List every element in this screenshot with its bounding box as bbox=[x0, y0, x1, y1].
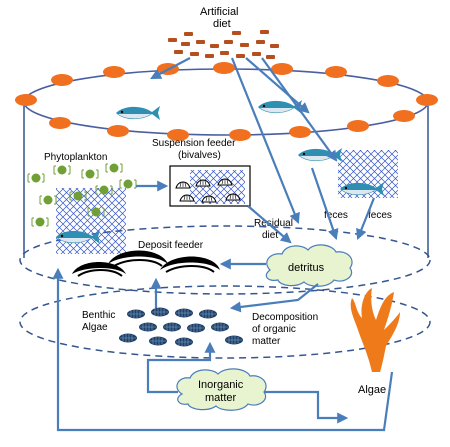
flow-arrows bbox=[52, 57, 394, 432]
float-icon bbox=[51, 74, 73, 86]
float-icon bbox=[271, 63, 293, 75]
residual-diet-label: Residual bbox=[254, 218, 293, 229]
detritus-label: detritus bbox=[288, 262, 325, 274]
algae-label: Algae bbox=[358, 384, 386, 396]
benthic-algae-label: Benthic bbox=[82, 310, 115, 321]
residual-diet-sublabel: diet bbox=[262, 230, 278, 241]
fish-icon bbox=[116, 106, 160, 120]
float-icon bbox=[377, 75, 399, 87]
float-icon bbox=[103, 66, 125, 78]
inorganic-matter-label: Inorganic bbox=[198, 379, 244, 391]
feces-label-left: feces bbox=[324, 210, 348, 221]
suspension-feeder-sublabel: (bivalves) bbox=[178, 150, 221, 161]
feed-pellet-icon bbox=[168, 30, 279, 59]
float-icon bbox=[49, 117, 71, 129]
float-icon bbox=[229, 129, 251, 141]
benthic-algae-icon bbox=[118, 307, 244, 347]
detritus-cloud-icon bbox=[265, 244, 353, 287]
deposit-feeder-label: Deposit feeder bbox=[138, 240, 204, 251]
float-icon bbox=[107, 125, 129, 137]
float-icon bbox=[325, 66, 347, 78]
artificial-diet-label: Artificial bbox=[200, 6, 239, 18]
net-icon bbox=[56, 188, 126, 254]
float-icon bbox=[167, 129, 189, 141]
benthic-algae-sublabel: Algae bbox=[82, 322, 108, 333]
seabed-lower-ellipse bbox=[19, 285, 431, 359]
floats bbox=[15, 62, 438, 141]
inorganic-matter-sublabel: matter bbox=[205, 392, 237, 404]
float-icon bbox=[393, 110, 415, 122]
artificial-diet-label-2: diet bbox=[213, 18, 231, 30]
seaweed-icon bbox=[350, 288, 400, 372]
decomposition-label-3: matter bbox=[252, 336, 281, 347]
float-icon bbox=[213, 62, 235, 74]
float-icon bbox=[416, 94, 438, 106]
decomposition-label-2: of organic bbox=[252, 324, 296, 335]
phytoplankton-label: Phytoplankton bbox=[44, 152, 107, 163]
suspension-feeder-label: Suspension feeder bbox=[152, 138, 236, 149]
float-icon bbox=[289, 126, 311, 138]
feces-label-right: feces bbox=[368, 210, 392, 221]
float-icon bbox=[15, 94, 37, 106]
float-icon bbox=[347, 120, 369, 132]
deposit-feeder-icon bbox=[72, 250, 220, 277]
seabed-upper-ellipse bbox=[19, 225, 431, 295]
decomposition-label: Decomposition bbox=[252, 312, 318, 323]
